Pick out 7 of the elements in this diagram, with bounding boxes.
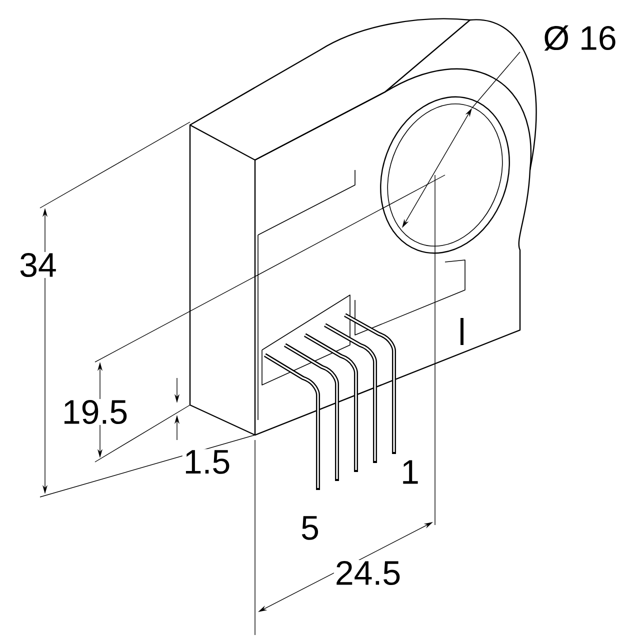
- dimension-label: 24.5: [334, 560, 402, 586]
- dimension-label: 1.5: [182, 449, 232, 475]
- pin-number: 5: [300, 515, 320, 541]
- dimension-label: Ø 16: [542, 24, 618, 52]
- dimension-label: 19.5: [60, 398, 130, 426]
- dimension-label: 34: [18, 252, 58, 278]
- pin-number: 1: [400, 459, 420, 485]
